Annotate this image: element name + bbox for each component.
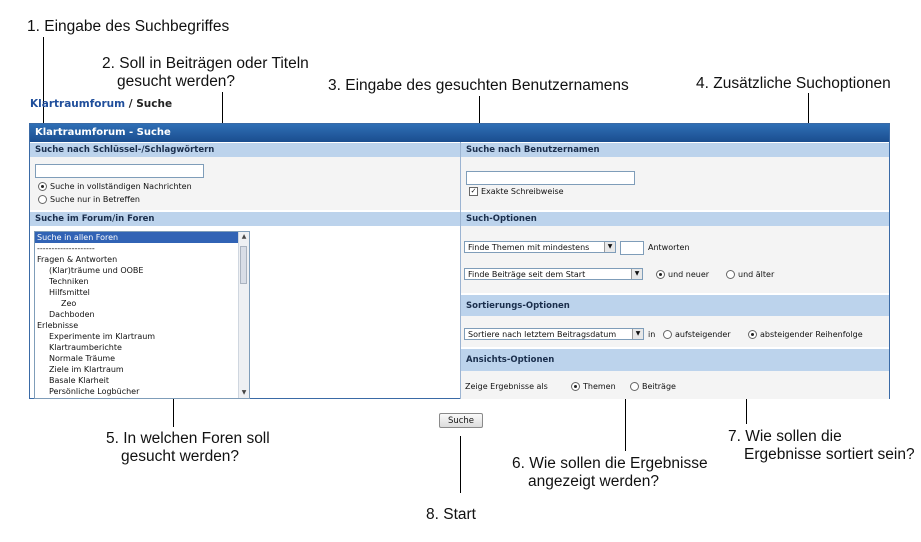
sort-by-value: Sortiere nach letztem Beitragsdatum bbox=[468, 330, 617, 339]
radio-posts[interactable] bbox=[630, 382, 639, 391]
view-options-header: Ansichts-Optionen bbox=[461, 348, 889, 371]
search-options-header: Such-Optionen bbox=[461, 211, 889, 226]
radio-ascending[interactable] bbox=[663, 330, 672, 339]
column-divider bbox=[460, 142, 461, 399]
radio-newer[interactable] bbox=[656, 270, 665, 279]
forum-option[interactable]: Normale Träume bbox=[49, 354, 116, 363]
descending-option[interactable]: absteigender Reihenfolge bbox=[748, 330, 863, 339]
radio-subjects[interactable] bbox=[38, 195, 47, 204]
panel-title: Klartraumforum - Suche bbox=[30, 124, 889, 142]
search-options-cell bbox=[461, 226, 889, 293]
show-as-label: Zeige Ergebnisse als bbox=[465, 382, 548, 391]
forum-option[interactable]: Hilfsmittel bbox=[49, 288, 90, 297]
breadcrumb-current: Suche bbox=[136, 98, 173, 110]
older-label: und älter bbox=[738, 270, 775, 279]
exact-spelling-label: Exakte Schreibweise bbox=[481, 187, 564, 196]
chevron-down-icon: ▼ bbox=[631, 269, 642, 279]
annotation-2-line1: 2. Soll in Beiträgen oder Titeln bbox=[102, 55, 309, 72]
annotation-5-line1: 5. In welchen Foren soll bbox=[106, 430, 270, 447]
annotation-2-line2: gesucht werden? bbox=[117, 73, 236, 90]
sort-by-select[interactable]: Sortiere nach letztem Beitragsdatum ▼ bbox=[464, 328, 644, 340]
find-threads-value: Finde Themen mit mindestens bbox=[468, 243, 590, 252]
annotation-8: 8. Start bbox=[426, 506, 476, 523]
forum-option[interactable]: Fragen & Antworten bbox=[37, 255, 118, 264]
search-subjects-option[interactable]: Suche nur in Betreffen bbox=[38, 195, 140, 204]
find-threads-select[interactable]: Finde Themen mit mindestens ▼ bbox=[464, 241, 616, 253]
forum-option[interactable]: Zeo bbox=[61, 299, 77, 308]
forum-option[interactable]: Klartraumberichte bbox=[49, 343, 122, 352]
radio-full-messages[interactable] bbox=[38, 182, 47, 191]
older-option[interactable]: und älter bbox=[726, 270, 774, 279]
view-options-cell bbox=[461, 371, 889, 399]
username-header: Suche nach Benutzernamen bbox=[461, 142, 889, 157]
ascending-option[interactable]: aufsteigender bbox=[663, 330, 731, 339]
exact-spelling-option[interactable]: ✓Exakte Schreibweise bbox=[469, 187, 564, 196]
username-input[interactable] bbox=[466, 171, 635, 185]
sort-in-label: in bbox=[648, 330, 656, 339]
min-answers-input[interactable] bbox=[620, 241, 644, 255]
forum-option-divider[interactable]: -------------------- bbox=[37, 244, 95, 253]
annotation-4: 4. Zusätzliche Suchoptionen bbox=[696, 75, 891, 92]
connector-1 bbox=[43, 37, 44, 170]
search-subjects-label: Suche nur in Betreffen bbox=[50, 195, 140, 204]
forum-option[interactable]: Ziele im Klartraum bbox=[49, 365, 124, 374]
annotation-7-line2: Ergebnisse sortiert sein? bbox=[744, 446, 915, 463]
forum-option[interactable]: Persönliche Logbücher bbox=[49, 387, 140, 396]
show-threads-option[interactable]: Themen bbox=[571, 382, 616, 391]
scroll-up-icon[interactable]: ▲ bbox=[241, 233, 247, 240]
chevron-down-icon: ▼ bbox=[604, 242, 615, 252]
ascending-label: aufsteigender bbox=[675, 330, 731, 339]
search-full-messages-option[interactable]: Suche in vollständigen Nachrichten bbox=[38, 182, 192, 191]
annotation-1: 1. Eingabe des Suchbegriffes bbox=[27, 18, 230, 35]
descending-label: absteigender Reihenfolge bbox=[760, 330, 863, 339]
newer-option[interactable]: und neuer bbox=[656, 270, 709, 279]
annotation-7-line1: 7. Wie sollen die bbox=[728, 428, 842, 445]
annotation-5-line2: gesucht werden? bbox=[121, 448, 240, 465]
show-posts-option[interactable]: Beiträge bbox=[630, 382, 676, 391]
posts-label: Beiträge bbox=[642, 382, 676, 391]
breadcrumb-separator: / bbox=[125, 98, 137, 110]
find-posts-value: Finde Beiträge seit dem Start bbox=[468, 270, 586, 279]
newer-label: und neuer bbox=[668, 270, 710, 279]
breadcrumb-forum-link[interactable]: Klartraumforum bbox=[30, 98, 126, 110]
radio-descending[interactable] bbox=[748, 330, 757, 339]
search-button[interactable]: Suche bbox=[439, 413, 483, 428]
forum-option[interactable]: Techniken bbox=[49, 277, 89, 286]
forum-option-all[interactable]: Suche in allen Foren bbox=[35, 232, 245, 243]
search-full-messages-label: Suche in vollständigen Nachrichten bbox=[50, 182, 192, 191]
breadcrumb: Klartraumforum / Suche bbox=[30, 98, 172, 110]
connector-6 bbox=[625, 393, 626, 451]
scroll-down-icon[interactable]: ▼ bbox=[241, 389, 247, 396]
find-posts-select[interactable]: Finde Beiträge seit dem Start ▼ bbox=[464, 268, 643, 280]
scroll-thumb[interactable] bbox=[240, 246, 247, 284]
forum-option[interactable]: Experimente im Klartraum bbox=[49, 332, 156, 341]
annotation-3: 3. Eingabe des gesuchten Benutzernamens bbox=[328, 77, 629, 94]
search-panel: Klartraumforum - Suche Suche nach Schlüs… bbox=[29, 123, 890, 399]
forum-option[interactable]: Dachboden bbox=[49, 310, 95, 319]
sort-options-header: Sortierungs-Optionen bbox=[461, 294, 889, 316]
forum-option[interactable]: Basale Klarheit bbox=[49, 376, 110, 385]
answers-label: Antworten bbox=[648, 243, 690, 252]
keywords-header: Suche nach Schlüssel-/Schlagwörtern bbox=[30, 142, 460, 157]
connector-8 bbox=[460, 436, 461, 493]
forum-list-scrollbar[interactable]: ▲ ▼ bbox=[238, 232, 249, 398]
radio-threads[interactable] bbox=[571, 382, 580, 391]
forum-listbox[interactable]: Suche in allen Foren -------------------… bbox=[34, 231, 250, 399]
forums-header: Suche im Forum/in Foren bbox=[30, 211, 460, 226]
forum-option[interactable]: Erlebnisse bbox=[37, 321, 79, 330]
threads-label: Themen bbox=[583, 382, 616, 391]
annotation-6-line2: angezeigt werden? bbox=[528, 473, 659, 490]
radio-older[interactable] bbox=[726, 270, 735, 279]
annotation-6-line1: 6. Wie sollen die Ergebnisse bbox=[512, 455, 708, 472]
exact-spelling-checkbox[interactable]: ✓ bbox=[469, 187, 478, 196]
forum-option[interactable]: (Klar)träume und OOBE bbox=[49, 266, 144, 275]
keywords-input[interactable] bbox=[35, 164, 204, 178]
chevron-down-icon: ▼ bbox=[632, 329, 643, 339]
